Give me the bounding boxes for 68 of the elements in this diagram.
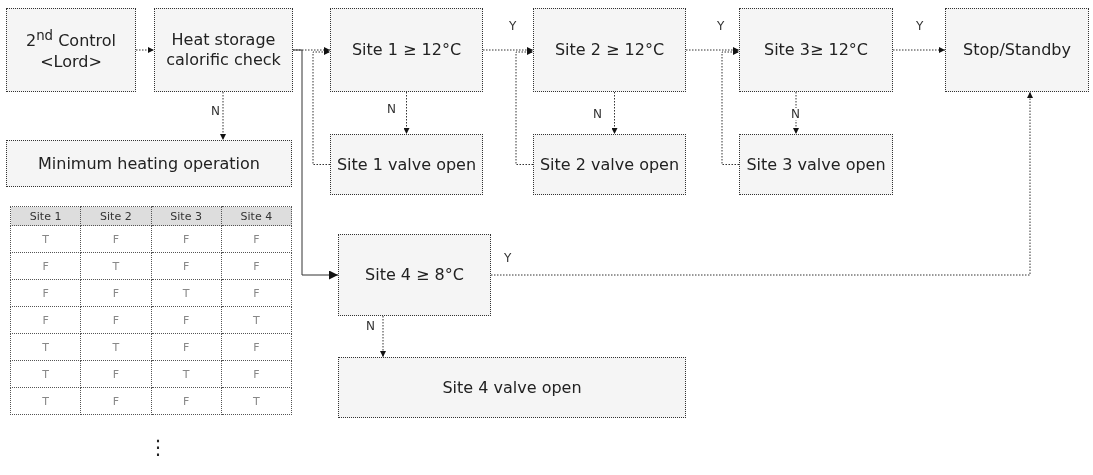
table-cell: F <box>221 279 292 307</box>
arrow <box>220 91 226 141</box>
edge-label: Y <box>508 20 518 32</box>
table-cell: F <box>80 387 151 415</box>
table-cell: F <box>221 225 292 253</box>
table-cell: T <box>80 333 151 361</box>
process-box: Heat storage calorific check <box>154 8 293 92</box>
continuation-mark: ⋮ <box>148 437 168 457</box>
decision-box: Site 3≥ 12°C <box>739 8 893 92</box>
action-box: Site 2 valve open <box>533 134 686 195</box>
edge-label: N <box>790 108 801 120</box>
table-cell: T <box>221 306 292 334</box>
action-box: Site 1 valve open <box>330 134 483 195</box>
table-cell: T <box>221 387 292 415</box>
table-cell: F <box>10 279 81 307</box>
table-cell: T <box>80 252 151 280</box>
table-cell: T <box>10 333 81 361</box>
table-cell: T <box>10 387 81 415</box>
edge-label: Y <box>503 252 513 264</box>
arrow <box>312 49 331 165</box>
arrow <box>135 47 155 53</box>
edge-label: Y <box>716 20 726 32</box>
arrow <box>793 91 799 135</box>
arrow <box>611 91 618 135</box>
decision-box: Site 2 ≥ 12°C <box>533 8 686 92</box>
table-cell: F <box>221 333 292 361</box>
table-cell: F <box>221 360 292 388</box>
edge-label: N <box>592 108 603 120</box>
table-cell: F <box>151 387 222 415</box>
table-cell: T <box>10 225 81 253</box>
column-header: Site 3 <box>151 206 222 226</box>
arrow <box>292 49 339 280</box>
table-cell: F <box>10 306 81 334</box>
table-cell: F <box>80 360 151 388</box>
table-cell: F <box>80 225 151 253</box>
table-cell: F <box>151 333 222 361</box>
arrow <box>403 91 410 135</box>
edge-label: Y <box>915 20 925 32</box>
table-cell: F <box>151 225 222 253</box>
action-box: Site 4 valve open <box>338 357 686 418</box>
table-cell: T <box>151 360 222 388</box>
action-box: Site 3 valve open <box>739 134 893 195</box>
table-cell: T <box>151 279 222 307</box>
arrow <box>490 91 1033 276</box>
process-box: 2$^{nd}$ Control <Lord> <box>6 8 136 92</box>
arrow <box>685 47 740 53</box>
table-cell: F <box>80 306 151 334</box>
arrow <box>892 47 946 53</box>
process-box: Stop/Standby <box>945 8 1089 92</box>
arrow <box>721 49 740 165</box>
decision-box: Site 1 ≥ 12°C <box>330 8 483 92</box>
table-cell: F <box>221 252 292 280</box>
action-box: Minimum heating operation <box>6 140 292 187</box>
decision-box: Site 4 ≥ 8°C <box>338 234 491 316</box>
table-cell: F <box>151 306 222 334</box>
table-cell: F <box>151 252 222 280</box>
table-cell: F <box>80 279 151 307</box>
table-cell: T <box>10 360 81 388</box>
arrow <box>482 47 534 53</box>
edge-label: N <box>386 103 397 115</box>
column-header: Site 4 <box>221 206 292 226</box>
arrow <box>380 315 386 358</box>
column-header: Site 2 <box>80 206 151 226</box>
edge-label: N <box>365 320 376 332</box>
table-cell: F <box>10 252 81 280</box>
edge-label: N <box>210 105 221 117</box>
column-header: Site 1 <box>10 206 81 226</box>
arrow <box>515 49 534 165</box>
